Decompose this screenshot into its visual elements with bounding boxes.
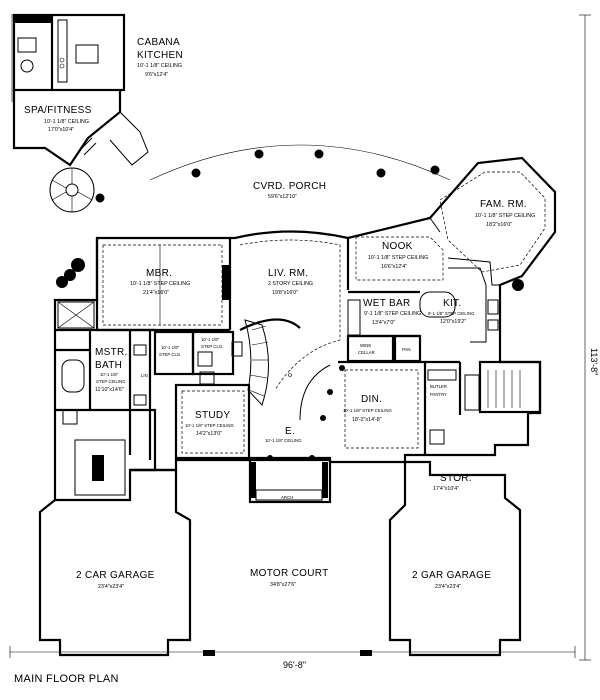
wetbar-label: WET BAR <box>363 298 410 309</box>
toilet-cabana <box>17 37 37 53</box>
cabana-size: 9'6"x12'4" <box>145 72 168 78</box>
motorcourt-label: MOTOR COURT <box>250 568 329 579</box>
wic-2 <box>191 330 235 376</box>
din-note: 10'-1 1/8" STEP CEILING <box>343 408 392 413</box>
toilet <box>62 409 78 425</box>
porch-size: 59'6"x12'10" <box>268 194 297 200</box>
stor-label: STOR. <box>440 473 472 484</box>
kitchen-island <box>419 291 456 318</box>
cabana-label: CABANA <box>137 37 180 48</box>
shower <box>57 301 95 329</box>
nook-size: 16'6"x12'4" <box>381 264 407 270</box>
mstrbath-note-1: 10'-1 1/8" <box>100 372 119 377</box>
main-outline <box>53 156 557 502</box>
wic-note-2: STEP CLG. <box>159 352 181 357</box>
cabana-walls <box>12 13 126 92</box>
wetbar-note: 9'-1 1/8" STEP CEILING <box>364 311 421 317</box>
motorcourt-size: 34'8"x27'6" <box>270 582 296 588</box>
sink <box>133 394 147 406</box>
labels: CABANA KITCHEN 10'-1 1/8" CEILING 9'6"x1… <box>24 37 599 670</box>
cabana-spa-wing <box>12 13 149 213</box>
spa-label: SPA/FITNESS <box>24 105 92 116</box>
nook-note: 10'-1 1/8" STEP CEILING <box>368 255 428 261</box>
porch-column <box>376 168 386 178</box>
mbr-size: 21'4"x16'0" <box>143 290 169 296</box>
study-size: 14'2"x13'0" <box>196 431 222 437</box>
lin-label: LIN <box>141 373 148 378</box>
wine-label-1: WINE <box>360 343 371 348</box>
plan-title: MAIN FLOOR PLAN <box>14 673 119 685</box>
shrubs <box>56 258 524 291</box>
porch-column <box>430 165 440 175</box>
cabana-island <box>75 44 99 64</box>
livrm-note: 2 STORY CEILING <box>268 281 313 287</box>
livrm-size: 19'8"x16'0" <box>272 290 298 296</box>
wetbar-size: 13'4"x7'0" <box>372 320 395 326</box>
garage2-label: 2 GAR GARAGE <box>412 570 491 581</box>
porch-label: CVRD. PORCH <box>253 181 326 192</box>
kit-note: 9'-1 1/8" STEP CEILING <box>428 311 475 316</box>
depth-dimension: 113'-8" <box>589 348 599 375</box>
spa-note: 10'-1 1/8" CEILING <box>44 119 89 125</box>
pan-label: PAN. <box>402 347 412 352</box>
study-label: STUDY <box>195 410 230 421</box>
rear-stair <box>478 360 542 414</box>
fireplace-mbr <box>222 265 230 300</box>
mstrbath-note-2: STEP CEILING <box>96 379 126 384</box>
din-size: 18'-2"x14'-8" <box>352 417 382 423</box>
study-note: 10'-1 1/8" STEP CEILING <box>185 423 234 428</box>
entry-note: 10'-1 1/8" CEILING <box>265 438 302 443</box>
garage2-size: 23'4"x23'4" <box>435 584 461 590</box>
famrm-label: FAM. RM. <box>480 199 527 210</box>
porch-column <box>95 193 105 203</box>
mbr-label: MBR. <box>146 268 172 279</box>
famrm-note: 10'-1 1/8" STEP CEILING <box>475 213 535 219</box>
porch-column <box>314 149 324 159</box>
famrm-size: 18'2"x16'0" <box>486 222 512 228</box>
porch-column <box>254 149 264 159</box>
entry-label: E. <box>285 426 295 437</box>
spa-size: 17'0"x10'4" <box>48 127 74 133</box>
wine-label-2: CELLAR <box>358 350 375 355</box>
cabana-counter <box>57 19 68 83</box>
kit-size: 12'0"x19'2" <box>440 319 466 325</box>
livrm-label: LIV. RM. <box>268 268 308 279</box>
garage1-label: 2 CAR GARAGE <box>76 570 155 581</box>
nook-label: NOOK <box>382 241 413 252</box>
wic-note-1: 10'-1 1/8" <box>161 345 180 350</box>
arch-label: ARCH <box>281 495 293 500</box>
stor-size: 17'4"x10'4" <box>433 486 459 492</box>
butler-label-1: BUTLER <box>430 384 447 389</box>
mstrbath-label-1: MSTR. <box>95 347 128 358</box>
butler-label-2: PANTRY <box>430 392 447 397</box>
din-label: DIN. <box>361 394 382 405</box>
center-mark <box>288 373 292 377</box>
wic2-note-2: STEP CLG. <box>201 344 223 349</box>
kit-label: KIT. <box>443 298 461 309</box>
mstrbath-size: 11'10"x14'6" <box>95 387 124 393</box>
wic2-note-1: 10'-1 1/8" <box>201 337 220 342</box>
porch-column <box>191 168 201 178</box>
covered-porch <box>95 144 451 203</box>
study-walls <box>174 383 251 460</box>
cabana-wall-block <box>14 15 52 23</box>
bathtub <box>61 359 85 393</box>
cabana-note: 10'-1 1/8" CEILING <box>137 63 182 69</box>
closet-island <box>74 439 126 496</box>
mstrbath-label-2: BATH <box>95 360 122 371</box>
wine-cellar-walls <box>346 334 395 363</box>
dimension-lines <box>9 14 591 661</box>
garages <box>38 460 522 657</box>
width-dimension: 96'-8" <box>283 660 306 670</box>
mbr-note: 10'-1 1/8" STEP CEILING <box>130 281 190 287</box>
entry-arch <box>248 458 332 504</box>
cabana-label-2: KITCHEN <box>137 50 183 61</box>
sink <box>133 344 147 356</box>
garage1-size: 23'4"x23'4" <box>98 584 124 590</box>
